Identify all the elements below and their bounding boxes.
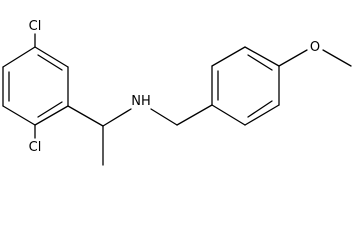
bond-ch2-ring: [176, 104, 213, 126]
molecule-canvas: Cl Cl NH O: [2, 19, 352, 166]
bond-o-methyl: [322, 49, 352, 67]
bond-ch-nh: [102, 108, 132, 127]
bond-ring-ch: [67, 105, 104, 127]
bond-nh-ch2: [150, 108, 178, 126]
atom-label-cl-top: Cl: [29, 19, 42, 34]
atom-label-cl-bottom: Cl: [29, 140, 42, 155]
atom-label-nh: NH: [131, 94, 151, 109]
methoxyphenyl-ring: [211, 46, 280, 126]
molecule-structure: Cl Cl NH O: [2, 19, 352, 166]
bond-c-o: [278, 49, 308, 67]
atom-label-oxygen: O: [310, 40, 320, 55]
dichlorophenyl-ring: [2, 46, 69, 126]
